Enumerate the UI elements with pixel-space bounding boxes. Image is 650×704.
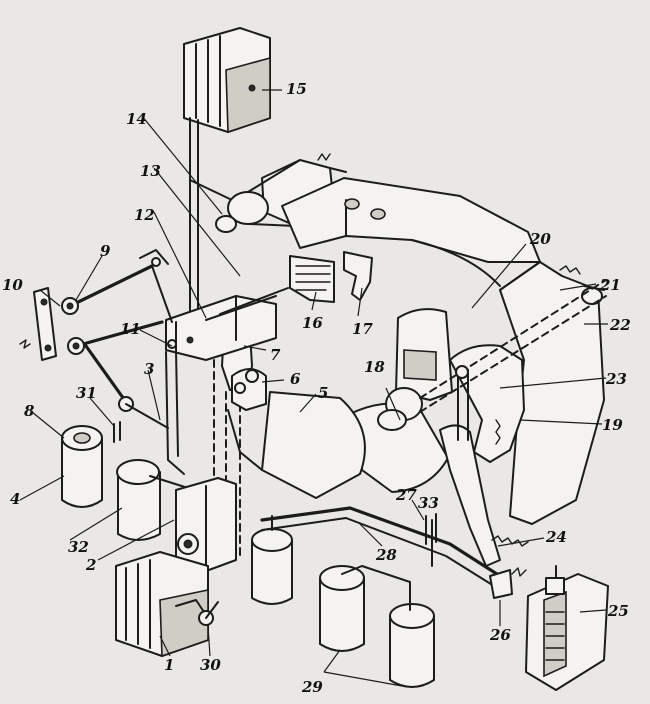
label-10: 10 bbox=[2, 276, 23, 294]
label-11: 11 bbox=[120, 320, 141, 338]
label-2: 2 bbox=[85, 556, 96, 574]
plate-10 bbox=[19, 287, 57, 361]
label-22: 22 bbox=[609, 316, 631, 334]
housing-top bbox=[281, 177, 541, 287]
label-24: 24 bbox=[545, 528, 567, 546]
label-32: 32 bbox=[68, 538, 89, 556]
label-21: 21 bbox=[599, 276, 621, 294]
bracket-12 bbox=[165, 287, 289, 361]
cylinder-center bbox=[251, 515, 293, 605]
label-19: 19 bbox=[602, 416, 623, 434]
label-7: 7 bbox=[270, 346, 281, 364]
label-9: 9 bbox=[100, 242, 111, 260]
linkage-9 bbox=[61, 249, 173, 429]
arm-5 bbox=[227, 391, 366, 499]
rotor-27 bbox=[349, 279, 607, 493]
callout-labels: 1 2 3 4 5 6 7 8 9 10 11 12 13 14 15 16 1… bbox=[2, 80, 631, 696]
label-31: 31 bbox=[76, 384, 97, 402]
latch-16 bbox=[289, 255, 335, 303]
spring-housing-25 bbox=[525, 565, 609, 691]
label-25: 25 bbox=[607, 602, 629, 620]
label-15: 15 bbox=[286, 80, 307, 98]
lever-24 bbox=[439, 365, 529, 567]
label-6: 6 bbox=[290, 370, 301, 388]
contact-block-18 bbox=[395, 308, 453, 401]
label-3: 3 bbox=[144, 360, 154, 378]
coil-29b bbox=[341, 565, 435, 688]
label-18: 18 bbox=[364, 358, 385, 376]
label-12: 12 bbox=[134, 206, 155, 224]
frame-3 bbox=[165, 349, 185, 475]
label-14: 14 bbox=[126, 110, 147, 128]
label-20: 20 bbox=[529, 230, 551, 248]
label-33: 33 bbox=[418, 494, 439, 512]
weight-15 bbox=[183, 27, 271, 134]
coil-29a bbox=[319, 565, 365, 652]
catch-17 bbox=[343, 251, 373, 301]
pin-31 bbox=[113, 421, 121, 443]
label-29: 29 bbox=[301, 678, 323, 696]
label-30: 30 bbox=[200, 656, 221, 674]
rod-28 bbox=[260, 506, 502, 587]
label-28: 28 bbox=[375, 546, 397, 564]
block-1 bbox=[115, 551, 209, 658]
label-8: 8 bbox=[24, 402, 35, 420]
label-27: 27 bbox=[395, 486, 417, 504]
leader-lines bbox=[19, 89, 608, 687]
label-17: 17 bbox=[352, 320, 373, 338]
label-26: 26 bbox=[489, 626, 511, 644]
pin-33 bbox=[425, 513, 437, 545]
label-23: 23 bbox=[605, 370, 627, 388]
coil-2 bbox=[175, 477, 237, 575]
bracket-26 bbox=[489, 567, 527, 599]
pin-30 bbox=[198, 601, 219, 626]
label-4: 4 bbox=[10, 490, 20, 508]
crank-6 bbox=[231, 368, 267, 411]
label-1: 1 bbox=[164, 656, 174, 674]
label-5: 5 bbox=[318, 384, 328, 402]
label-16: 16 bbox=[302, 314, 323, 332]
coil-32 bbox=[116, 459, 189, 541]
coil-4 bbox=[61, 425, 103, 508]
label-13: 13 bbox=[140, 162, 161, 180]
